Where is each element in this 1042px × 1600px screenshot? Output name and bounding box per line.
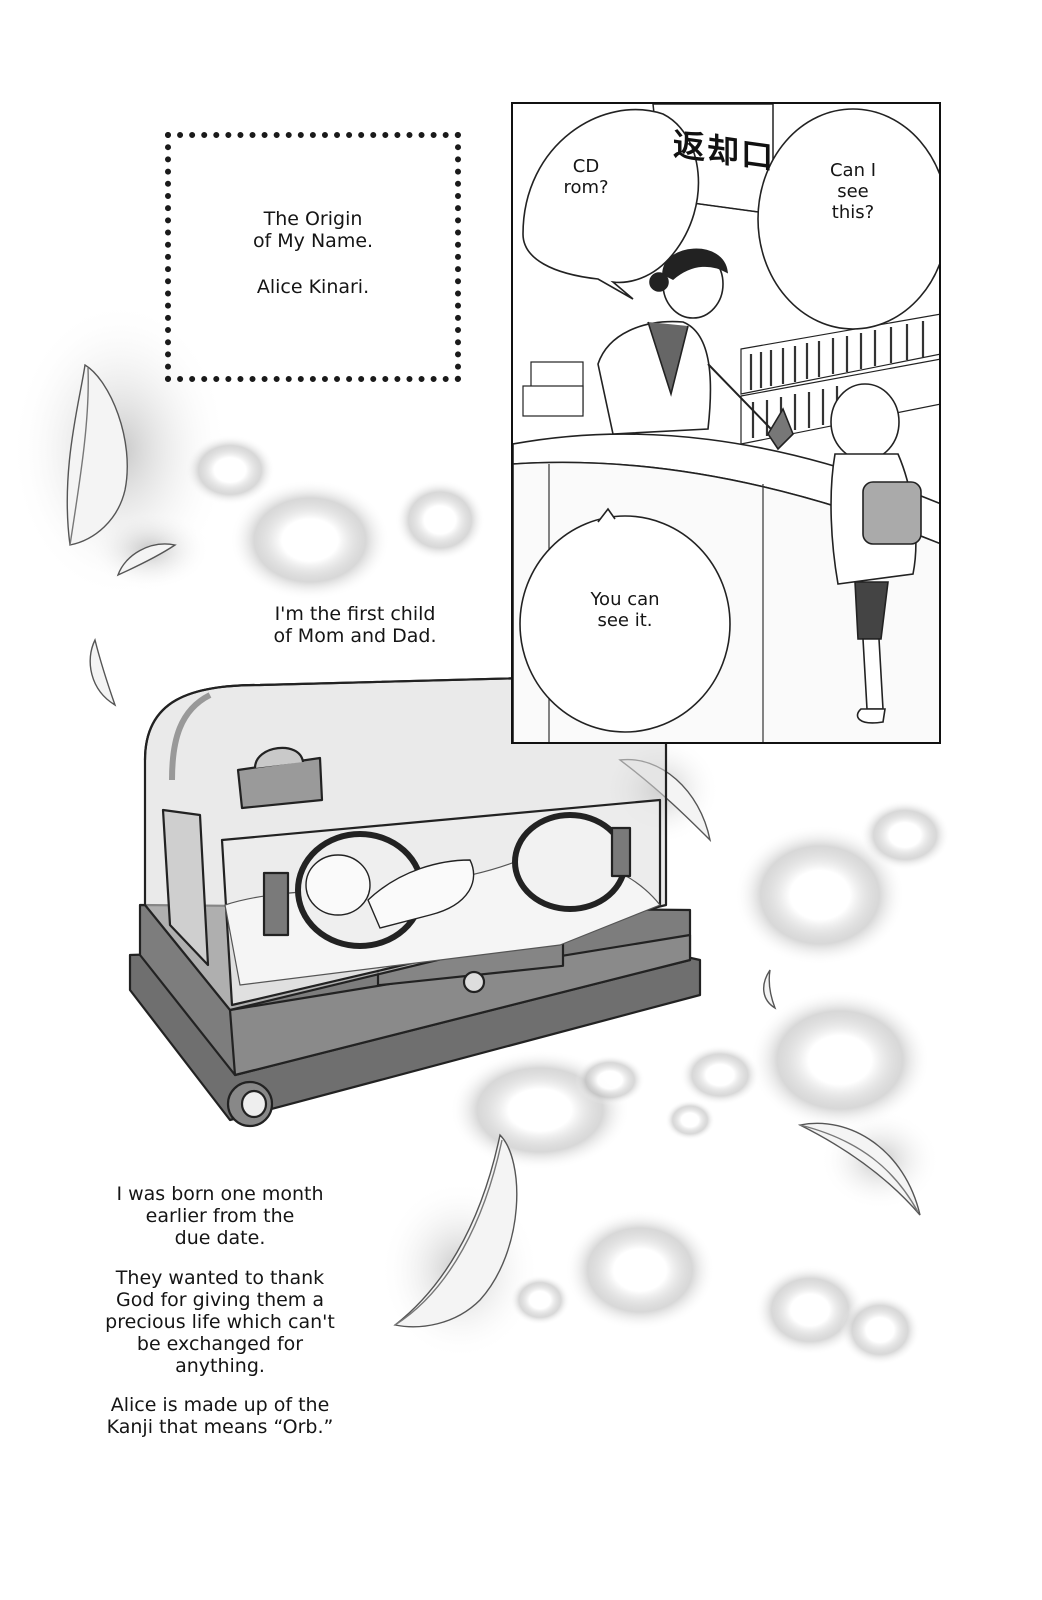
narration-kanji: Alice is made up of the Kanji that means… <box>106 1394 334 1438</box>
feathers <box>66 363 921 1328</box>
narration-first-child: I'm the first child of Mom and Dad. <box>273 603 437 647</box>
feather-icon <box>66 363 128 546</box>
title-box: The Origin of My Name. Alice Kinari. <box>165 132 461 382</box>
feather-icon <box>763 969 777 1010</box>
librarian <box>597 248 772 435</box>
child <box>767 383 922 724</box>
name-text: Alice Kinari. <box>256 276 370 298</box>
feather-icon <box>393 1133 518 1328</box>
speech-bubble <box>519 515 731 733</box>
bubble-you-can-see: You can see it. <box>590 589 660 631</box>
title-text: The Origin of My Name. <box>252 208 374 252</box>
speech-bubble <box>757 108 939 330</box>
feather-icon <box>116 543 177 577</box>
bubble-can-i-see: Can I see this? <box>829 160 877 223</box>
speech-bubble <box>522 108 700 300</box>
library-scene <box>513 104 939 742</box>
incubator-illustration <box>128 673 702 1128</box>
feather-icon <box>797 1122 921 1216</box>
bubble-cd-rom: CD rom? <box>563 156 609 198</box>
library-panel: 返却口 CD rom? Can I see this? You can see … <box>511 102 941 744</box>
narration-born-early: I was born one month earlier from the du… <box>116 1183 324 1249</box>
narration-thank-god: They wanted to thank God for giving them… <box>105 1267 335 1377</box>
sparkle-clouds <box>10 300 950 1365</box>
feather-icon <box>89 637 117 707</box>
